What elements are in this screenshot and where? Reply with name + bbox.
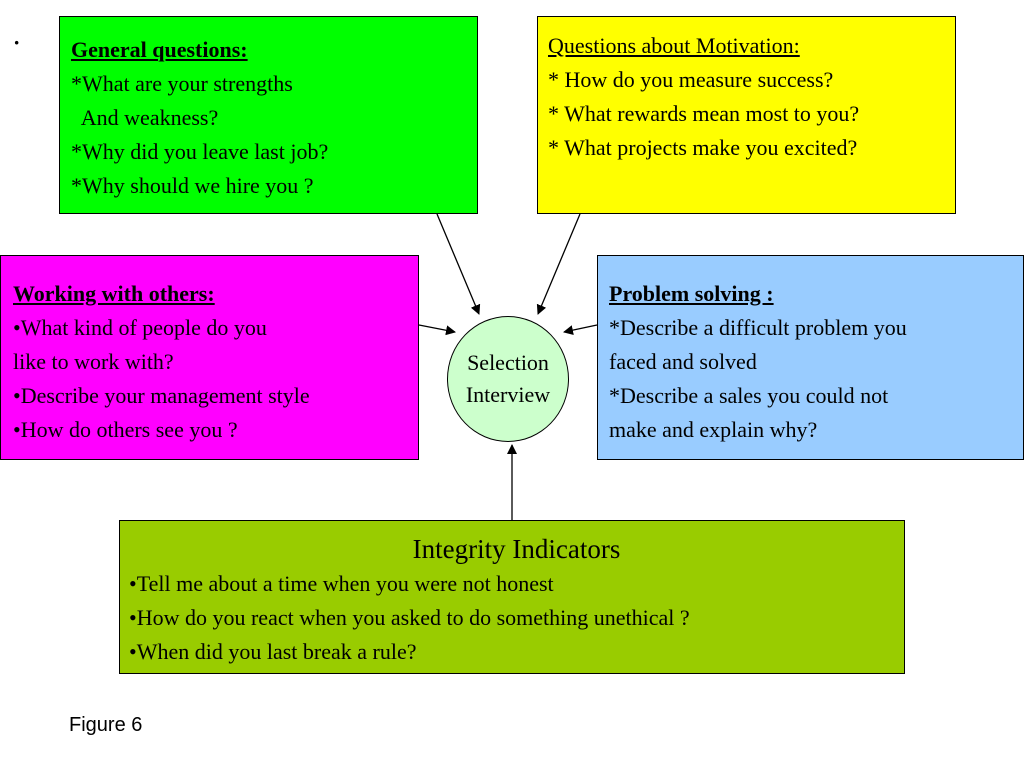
working-with-others-box: Working with others: •What kind of peopl…: [0, 255, 419, 460]
general-questions-box: General questions: *What are your streng…: [59, 16, 478, 214]
general-line: *Why did you leave last job?: [71, 139, 329, 164]
working-line: •How do others see you ?: [13, 417, 238, 442]
arrow-motivation: [536, 213, 581, 315]
integrity-title: Integrity Indicators: [412, 534, 621, 564]
working-line: like to work with?: [13, 349, 174, 374]
problem-line: *Describe a sales you could not: [609, 383, 889, 408]
problem-solving-box: Problem solving : *Describe a difficult …: [597, 255, 1024, 460]
working-line: •Describe your management style: [13, 383, 310, 408]
motivation-questions-box: Questions about Motivation: * How do you…: [537, 16, 956, 214]
bullet-mark: ·: [13, 30, 21, 55]
selection-interview-node: Selection Interview: [447, 316, 569, 442]
arrow-problem: [563, 324, 598, 336]
working-line: •What kind of people do you: [13, 315, 267, 340]
problem-line: faced and solved: [609, 349, 757, 374]
figure-caption: Figure 6: [69, 714, 143, 736]
general-line: And weakness?: [71, 105, 219, 130]
center-label-line: Interview: [465, 382, 551, 407]
problem-line: make and explain why?: [609, 417, 818, 442]
motivation-line: * What projects make you excited?: [548, 135, 858, 160]
center-label-line: Selection: [467, 350, 549, 375]
integrity-line: •How do you react when you asked to do s…: [129, 605, 690, 630]
general-line: *Why should we hire you ?: [71, 173, 314, 198]
integrity-line: •When did you last break a rule?: [129, 639, 417, 664]
motivation-line: * What rewards mean most to you?: [548, 101, 860, 126]
integrity-line: •Tell me about a time when you were not …: [129, 571, 554, 596]
arrow-general: [436, 213, 481, 315]
integrity-indicators-box: Integrity Indicators •Tell me about a ti…: [119, 520, 905, 674]
general-line: *What are your strengths: [71, 71, 293, 96]
problem-line: *Describe a difficult problem you: [609, 315, 907, 340]
problem-title: Problem solving :: [609, 281, 774, 306]
working-title: Working with others:: [13, 281, 215, 306]
motivation-line: * How do you measure success?: [548, 67, 834, 92]
general-title: General questions:: [71, 37, 248, 62]
arrow-working: [418, 324, 456, 336]
motivation-title: Questions about Motivation:: [548, 33, 800, 58]
